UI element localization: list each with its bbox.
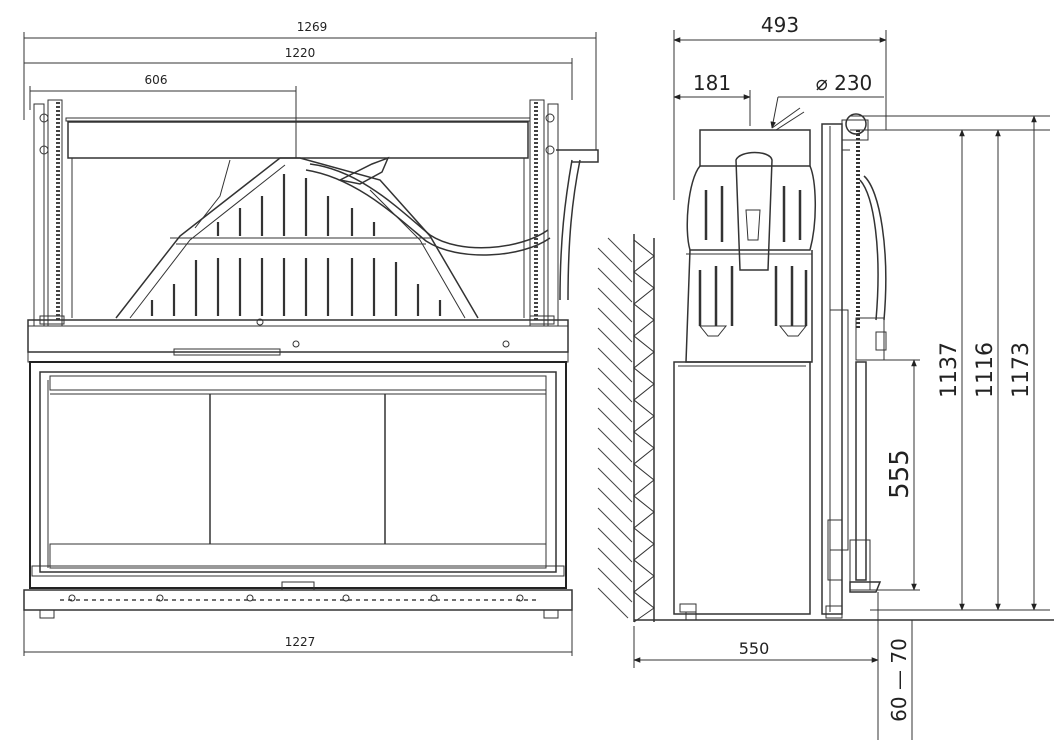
side-view: 493 181 ⌀ 230 xyxy=(597,13,1054,740)
side-dimensions-height: 1137 1116 1173 555 xyxy=(850,115,1050,611)
dim-1137-label: 1137 xyxy=(937,342,962,398)
dim-1173-label: 1173 xyxy=(1009,342,1034,398)
dim-606-label: 606 xyxy=(145,73,168,87)
side-lift-mechanism xyxy=(821,113,887,619)
front-firebox xyxy=(71,156,551,319)
front-dimensions: 1269 1220 606 1227 xyxy=(23,20,597,656)
dim-493-label: 493 xyxy=(761,13,799,37)
side-stove-body xyxy=(673,107,816,621)
dim-550-label: 550 xyxy=(739,639,770,658)
wall-hatch xyxy=(597,234,655,623)
front-view: 1269 1220 606 1227 xyxy=(23,20,599,656)
front-door xyxy=(29,361,567,591)
side-dimensions-top: 493 181 ⌀ 230 xyxy=(673,13,887,200)
dim-1116-label: 1116 xyxy=(973,342,998,398)
front-hood xyxy=(65,112,531,159)
front-band xyxy=(27,315,569,363)
side-dimensions-bottom: 550 60 — 70 xyxy=(633,592,913,740)
front-base xyxy=(23,589,573,619)
dim-1269-label: 1269 xyxy=(297,20,328,34)
dim-foot-range-label: 60 — 70 xyxy=(887,638,911,722)
dim-flue-diameter-label: ⌀ 230 xyxy=(816,71,873,95)
dim-1220-label: 1220 xyxy=(285,46,316,60)
dim-555-label: 555 xyxy=(885,449,915,499)
dim-181-label: 181 xyxy=(693,71,731,95)
dim-1227-label: 1227 xyxy=(285,635,316,649)
firebox-slots-lower xyxy=(150,258,442,316)
firebox-slots-upper xyxy=(216,174,376,236)
front-chain-rails xyxy=(33,99,599,327)
